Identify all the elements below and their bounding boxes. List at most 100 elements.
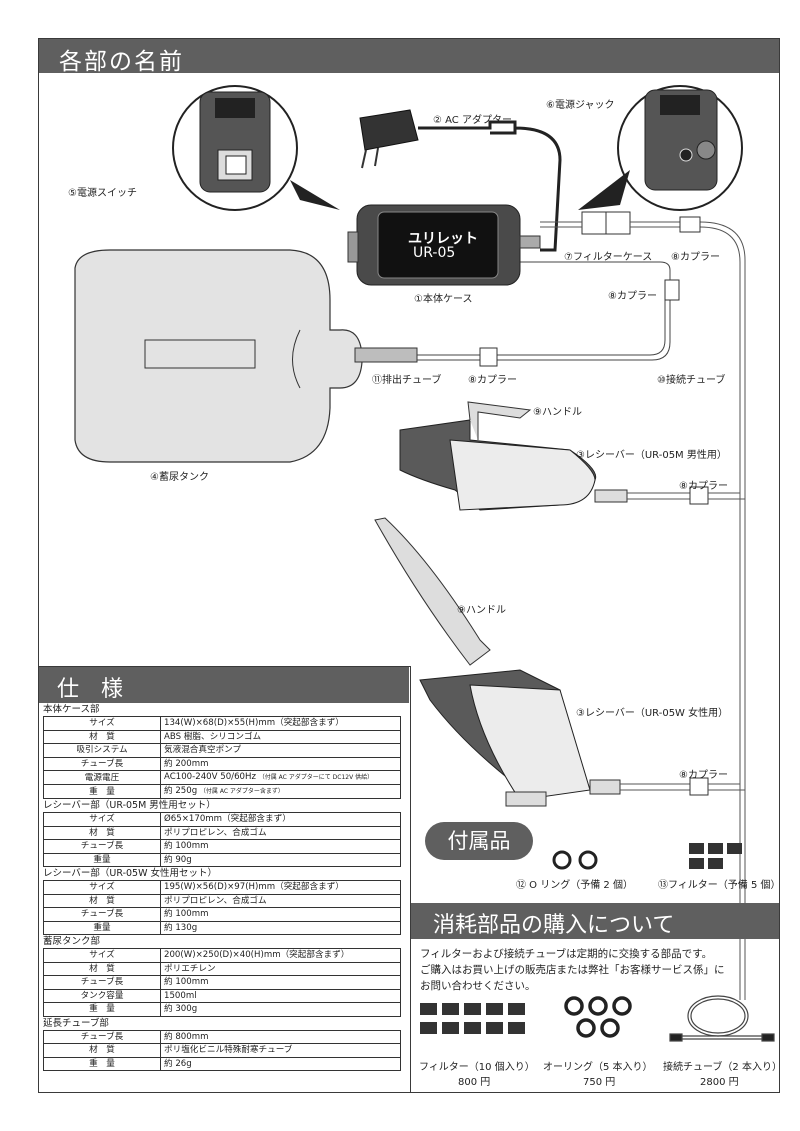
spec-value-cell: 約 250g （付属 AC アダプター含まず） bbox=[160, 784, 401, 799]
label-coupler-4: ⑧カプラー bbox=[679, 481, 728, 492]
spec-value: 1500ml bbox=[164, 990, 197, 1001]
spec-row: 重量約 90g bbox=[43, 852, 401, 867]
spec-key: 吸引システム bbox=[43, 743, 161, 758]
consumables-title: 消耗部品の購入について bbox=[433, 913, 675, 938]
consumables-header: 消耗部品の購入について bbox=[411, 903, 779, 939]
spec-value-cell: 約 26g bbox=[160, 1056, 401, 1071]
spec-key: サイズ bbox=[43, 812, 161, 827]
spec-value-cell: ポリ塩化ビニル特殊耐寒チューブ bbox=[160, 1043, 401, 1058]
page-title: 各部の名前 bbox=[59, 49, 184, 75]
label-filter-case: ⑦フィルターケース bbox=[564, 252, 653, 263]
label-connect-tube: ⑩接続チューブ bbox=[657, 375, 726, 386]
handle-female bbox=[374, 517, 491, 666]
spec-section-title: レシーバー部（UR-05W 女性用セット） bbox=[43, 868, 218, 879]
spec-value-cell: 約 800mm bbox=[160, 1029, 401, 1044]
consumable-tube-name: 接続チューブ（2 本入り） bbox=[663, 1062, 782, 1073]
consumable-filter-name: フィルター（10 個入り） bbox=[419, 1062, 535, 1073]
spec-header: 仕 様 bbox=[39, 667, 409, 703]
label-main-case: ①本体ケース bbox=[414, 294, 473, 305]
spec-key: チューブ長 bbox=[43, 839, 161, 854]
spec-section-title: 延長チューブ部 bbox=[43, 1017, 109, 1029]
consumable-oring-price: 750 円 bbox=[583, 1077, 616, 1088]
label-coupler-3: ⑧カプラー bbox=[468, 375, 517, 386]
spec-value: 134(W)×68(D)×55(H)mm（突起部含まず） bbox=[164, 718, 344, 729]
spec-key: 材 質 bbox=[43, 825, 161, 840]
spec-key: 重量 bbox=[43, 852, 161, 867]
spec-key: チューブ長 bbox=[43, 907, 161, 922]
spec-row: 重量約 130g bbox=[43, 920, 401, 935]
spec-key: サイズ bbox=[43, 948, 161, 963]
label-ac-adapter: ② AC アダプター bbox=[433, 115, 512, 126]
spec-row: 材 質ポリプロピレン、合成ゴム bbox=[43, 893, 401, 908]
spec-value: ポリ塩化ビニル特殊耐寒チューブ bbox=[164, 1045, 293, 1056]
accessories-badge: 付属品 bbox=[425, 822, 533, 860]
accessory-filter-label: ⑬フィルター（予備 5 個） bbox=[658, 880, 781, 891]
spec-value: Ø65×170mm（突起部含まず） bbox=[164, 814, 291, 825]
spec-value: 約 100mm bbox=[164, 841, 209, 852]
spec-row: 吸引システム気液混合真空ポンプ bbox=[43, 743, 401, 758]
consumable-oring-name: オーリング（5 本入り） bbox=[543, 1062, 653, 1073]
spec-key: 材 質 bbox=[43, 961, 161, 976]
spec-row: 重 量約 300g bbox=[43, 1002, 401, 1017]
spec-value-cell: 気液混合真空ポンプ bbox=[160, 743, 401, 758]
spec-value-cell: 約 200mm bbox=[160, 756, 401, 771]
spec-value-cell: ABS 樹脂、シリコンゴム bbox=[160, 729, 401, 744]
label-handle-male: ⑨ハンドル bbox=[533, 407, 582, 418]
spec-value: 約 100mm bbox=[164, 977, 209, 988]
spec-section-title: 本体ケース部 bbox=[43, 704, 100, 715]
label-handle-female: ⑨ハンドル bbox=[457, 605, 506, 616]
spec-value-cell: 約 130g bbox=[160, 920, 401, 935]
spec-value-cell: Ø65×170mm（突起部含まず） bbox=[160, 812, 401, 827]
spec-row: チューブ長約 200mm bbox=[43, 756, 401, 771]
spec-key: 電源電圧 bbox=[43, 770, 161, 785]
consumables-text-1: フィルターおよび接続チューブは定期的に交換する部品です。 bbox=[420, 948, 713, 960]
spec-value-cell: 約 100mm bbox=[160, 907, 401, 922]
spec-value: 気液混合真空ポンプ bbox=[164, 745, 242, 756]
spec-value-cell: 約 100mm bbox=[160, 839, 401, 854]
spec-section-title: 蓄尿タンク部 bbox=[43, 936, 101, 947]
spec-value: 約 26g bbox=[164, 1058, 192, 1069]
label-tank: ④蓄尿タンク bbox=[150, 472, 209, 483]
tank-label-window bbox=[144, 339, 256, 369]
page-title-bar: 各部の名前 bbox=[39, 39, 779, 75]
spec-row: 重 量約 26g bbox=[43, 1056, 401, 1071]
spec-key: 重 量 bbox=[43, 1002, 161, 1017]
label-discharge-tube: ⑪排出チューブ bbox=[372, 375, 442, 386]
spec-key: サイズ bbox=[43, 716, 161, 731]
ac-adapter-shape bbox=[359, 109, 419, 151]
label-receiver-male: ③レシーバー（UR-05M 男性用） bbox=[576, 450, 727, 461]
device-model: UR-05 bbox=[413, 245, 456, 261]
label-coupler-1: ⑧カプラー bbox=[671, 252, 720, 263]
spec-key: チューブ長 bbox=[43, 975, 161, 990]
spec-value-cell: 約 100mm bbox=[160, 975, 401, 990]
spec-value-cell: ポリプロピレン、合成ゴム bbox=[160, 825, 401, 840]
discharge-tube bbox=[417, 300, 671, 361]
label-power-switch: ⑤電源スイッチ bbox=[68, 188, 137, 199]
spec-value: 約 100mm bbox=[164, 909, 209, 920]
spec-key: サイズ bbox=[43, 880, 161, 895]
spec-value: 200(W)×250(D)×40(H)mm（突起部含まず） bbox=[164, 950, 350, 961]
spec-value-cell: 134(W)×68(D)×55(H)mm（突起部含まず） bbox=[160, 716, 401, 731]
spec-value-cell: 約 300g bbox=[160, 1002, 401, 1017]
spec-key: 材 質 bbox=[43, 1043, 161, 1058]
spec-title: 仕 様 bbox=[57, 677, 124, 702]
spec-row: 重 量約 250g （付属 AC アダプター含まず） bbox=[43, 784, 401, 799]
consumable-filter-price: 800 円 bbox=[458, 1077, 491, 1088]
spec-value-cell: 約 90g bbox=[160, 852, 401, 867]
spec-value: 約 90g bbox=[164, 854, 192, 865]
spec-value-cell: ポリエチレン bbox=[160, 961, 401, 976]
spec-value: 約 200mm bbox=[164, 758, 209, 769]
spec-value-cell: 200(W)×250(D)×40(H)mm（突起部含まず） bbox=[160, 948, 401, 963]
spec-key: チューブ長 bbox=[43, 1029, 161, 1044]
spec-value-cell: ポリプロピレン、合成ゴム bbox=[160, 893, 401, 908]
spec-value: 195(W)×56(D)×97(H)mm（突起部含まず） bbox=[164, 882, 344, 893]
spec-value: 約 300g bbox=[164, 1004, 198, 1015]
